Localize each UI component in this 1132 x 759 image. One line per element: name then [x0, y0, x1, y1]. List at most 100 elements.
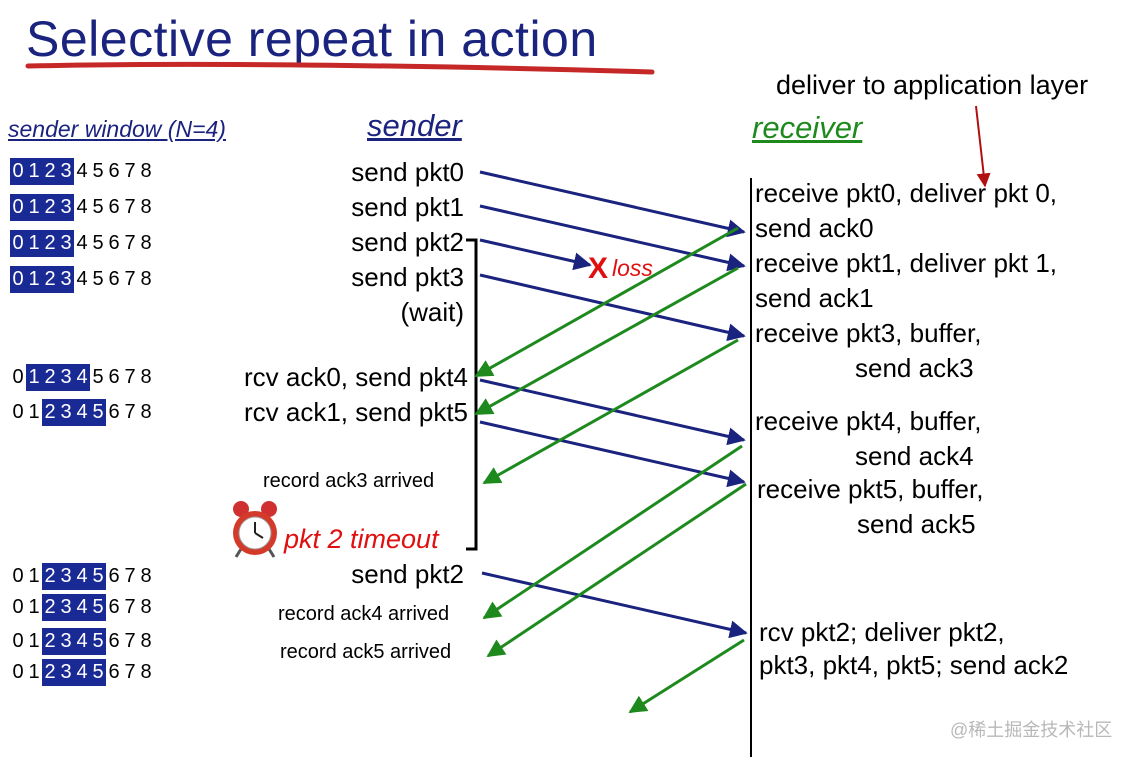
- sequence-number: 1: [28, 630, 40, 652]
- sequence-number: 3: [60, 268, 72, 290]
- sequence-number: 0: [12, 196, 24, 218]
- sender-window-title: sender window (N=4): [8, 116, 226, 142]
- receiver-event-ack2: pkt3, pkt4, pkt5; send ack2: [759, 650, 1069, 680]
- window-highlight: [10, 158, 74, 185]
- sequence-number: 0: [12, 596, 24, 618]
- sequence-number: 6: [108, 160, 120, 182]
- sequence-number: 1: [28, 268, 40, 290]
- sequence-number: 0: [12, 160, 24, 182]
- receiver-event-pkt3: receive pkt3, buffer,: [755, 318, 982, 348]
- receiver-event-ack3: send ack3: [855, 353, 974, 383]
- sequence-number: 2: [44, 160, 56, 182]
- sender-send-pkt2: send pkt2: [351, 227, 464, 257]
- sequence-number: 1: [28, 661, 40, 683]
- deliver-app-arrow: [975, 105, 991, 188]
- sender-timeout: pkt 2 timeout: [284, 524, 439, 554]
- sequence-number: 1: [28, 160, 40, 182]
- sequence-number: 6: [108, 366, 120, 388]
- sequence-number: 0: [12, 630, 24, 652]
- receiver-event-pkt5: receive pkt5, buffer,: [757, 474, 984, 504]
- sequence-number: 4: [76, 630, 88, 652]
- receiver-event-ack0: send ack0: [755, 213, 874, 243]
- pkt2-resend-arrow: [481, 571, 748, 639]
- sequence-number: 3: [60, 565, 72, 587]
- sequence-number: 6: [108, 401, 120, 423]
- sequence-number: 1: [28, 196, 40, 218]
- ack5-arrow: [486, 482, 747, 658]
- sequence-number: 3: [60, 661, 72, 683]
- sequence-number: 3: [60, 366, 72, 388]
- pkt5-arrow: [479, 420, 746, 488]
- sender-record-ack4: record ack4 arrived: [278, 603, 450, 625]
- sequence-number: 0: [12, 366, 24, 388]
- sender-heading: sender: [367, 108, 462, 143]
- sequence-number: 7: [124, 401, 136, 423]
- sequence-number: 3: [60, 596, 72, 618]
- sender-send-pkt3: send pkt3: [351, 262, 464, 292]
- sequence-number: 2: [44, 596, 56, 618]
- window-highlight: [42, 563, 106, 590]
- sequence-number: 7: [124, 366, 136, 388]
- sequence-number: 7: [124, 661, 136, 683]
- sequence-number: 7: [124, 232, 136, 254]
- sequence-number: 3: [60, 401, 72, 423]
- sequence-number: 7: [124, 596, 136, 618]
- sequence-number: 4: [76, 565, 88, 587]
- sequence-number: 1: [28, 565, 40, 587]
- sequence-number: 7: [124, 565, 136, 587]
- sender-rcv-ack1: rcv ack1, send pkt5: [244, 397, 468, 427]
- sequence-number: 8: [140, 160, 152, 182]
- pkt2-lost-arrow: [479, 238, 592, 271]
- sequence-number: 4: [76, 268, 88, 290]
- sequence-number: 7: [124, 630, 136, 652]
- alarm-clock-icon: [233, 501, 277, 558]
- sequence-number: 8: [140, 630, 152, 652]
- sequence-number: 7: [124, 160, 136, 182]
- sequence-number: 0: [12, 565, 24, 587]
- sequence-number: 5: [92, 596, 104, 618]
- sequence-number: 5: [92, 565, 104, 587]
- receiver-event-ack1: send ack1: [755, 283, 874, 313]
- window-highlight: [42, 659, 106, 686]
- sequence-number: 6: [108, 661, 120, 683]
- sequence-number: 2: [44, 661, 56, 683]
- ack0-arrow: [474, 226, 739, 378]
- slide-title: Selective repeat in action: [26, 11, 598, 67]
- sequence-number: 5: [92, 366, 104, 388]
- sequence-number: 1: [28, 366, 40, 388]
- sequence-number: 4: [76, 160, 88, 182]
- receiver-event-pkt2: rcv pkt2; deliver pkt2,: [759, 617, 1005, 647]
- sequence-number: 5: [92, 401, 104, 423]
- sequence-number: 4: [76, 196, 88, 218]
- title-underline: [25, 61, 655, 75]
- sequence-number: 4: [76, 596, 88, 618]
- sequence-number: 0: [12, 401, 24, 423]
- sequence-number: 5: [92, 268, 104, 290]
- sequence-number: 1: [28, 596, 40, 618]
- sequence-number: 2: [44, 565, 56, 587]
- window-highlight: [10, 266, 74, 293]
- sequence-number: 8: [140, 366, 152, 388]
- receiver-event-pkt4: receive pkt4, buffer,: [755, 406, 982, 436]
- sequence-number: 6: [108, 268, 120, 290]
- sequence-number: 7: [124, 268, 136, 290]
- receiver-event-ack4: send ack4: [855, 441, 974, 471]
- sequence-number: 5: [92, 160, 104, 182]
- sender-send-pkt0: send pkt0: [351, 157, 464, 187]
- sender-resend-pkt2: send pkt2: [351, 559, 464, 589]
- sequence-number: 3: [60, 160, 72, 182]
- sender-record-ack5: record ack5 arrived: [280, 641, 452, 663]
- sender-wait: (wait): [400, 297, 464, 327]
- sequence-number: 8: [140, 196, 152, 218]
- pkt1-arrow: [479, 204, 746, 272]
- sender-send-pkt1: send pkt1: [351, 192, 464, 222]
- receiver-event-pkt1: receive pkt1, deliver pkt 1,: [755, 248, 1058, 278]
- sequence-number: 8: [140, 596, 152, 618]
- sequence-number: 3: [60, 232, 72, 254]
- loss-x-mark: X: [588, 252, 609, 285]
- sequence-number: 8: [140, 565, 152, 587]
- receiver-heading: receiver: [752, 110, 863, 145]
- loss-label: loss: [612, 255, 653, 281]
- sequence-number: 0: [12, 268, 24, 290]
